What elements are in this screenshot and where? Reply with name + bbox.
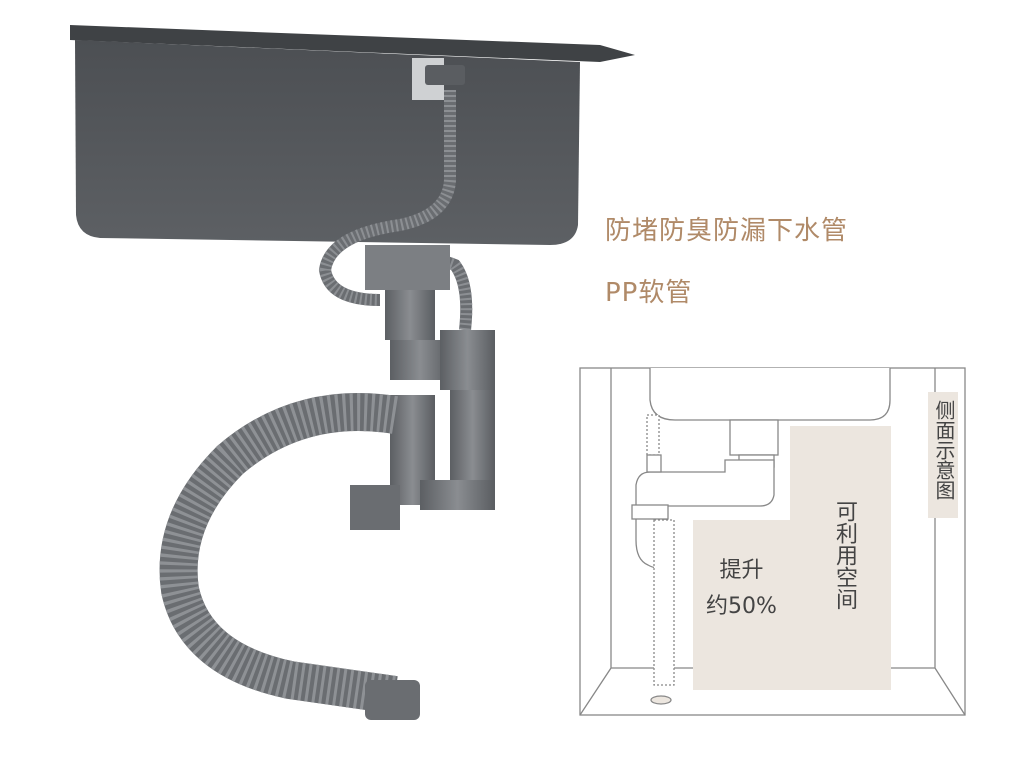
diagram-label: 侧面示意图 [932,400,956,500]
drain-trap [350,245,495,530]
corrugated-hose [159,393,420,720]
trap-outline [631,414,779,705]
usable-space-area [790,426,891,690]
product-title: 防堵防臭防漏下水管 [605,216,849,246]
product-subtitle: PP软管 [605,278,693,308]
raise-area [693,520,790,690]
raise-label-line2: 约50% [706,594,777,619]
diagram-label-bg [928,392,958,518]
raise-label-line1: 提升 [719,558,764,583]
sink-outline [649,368,891,421]
usable-space-label: 可利用空间 [832,500,857,610]
